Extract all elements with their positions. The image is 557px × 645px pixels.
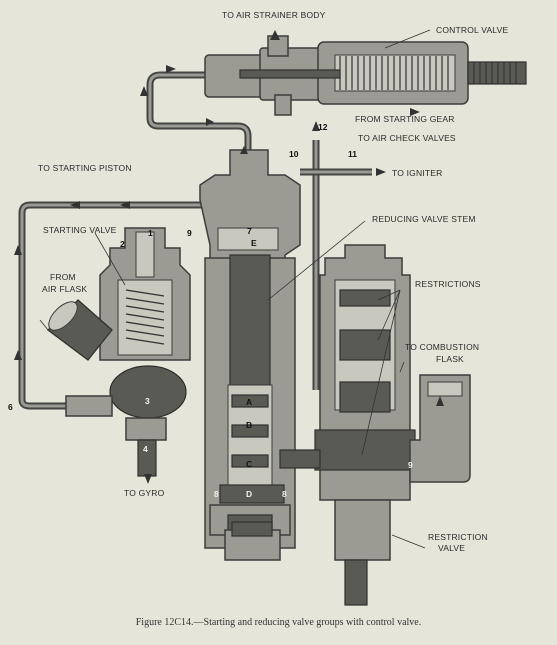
label-to-combustion-1: TO COMBUSTION bbox=[405, 342, 479, 352]
adjusting-screw bbox=[467, 61, 527, 85]
reducing-valve-assembly bbox=[199, 149, 301, 549]
label-to-air-check: TO AIR CHECK VALVES bbox=[358, 133, 456, 143]
part-4: 4 bbox=[143, 444, 148, 454]
label-from-air-1: FROM bbox=[50, 272, 76, 282]
label-restriction-valve-1: RESTRICTION bbox=[428, 532, 488, 542]
label-from-starting-gear: FROM STARTING GEAR bbox=[355, 114, 455, 124]
label-restrictions: RESTRICTIONS bbox=[415, 279, 481, 289]
part-10: 10 bbox=[289, 149, 299, 159]
restriction-assembly bbox=[279, 244, 471, 606]
restriction-valve-stem bbox=[344, 559, 368, 606]
flow-arrows bbox=[14, 30, 444, 484]
part-7: 7 bbox=[247, 226, 252, 236]
label-to-starting-piston: TO STARTING PISTON bbox=[38, 163, 132, 173]
part-B: B bbox=[246, 420, 252, 430]
label-control-valve: CONTROL VALVE bbox=[436, 25, 508, 35]
label-to-igniter: TO IGNITER bbox=[392, 168, 443, 178]
control-valve-assembly bbox=[204, 35, 527, 116]
label-to-combustion-2: FLASK bbox=[436, 354, 464, 364]
part-2: 2 bbox=[120, 239, 125, 249]
part-12: 12 bbox=[318, 122, 328, 132]
part-A: A bbox=[246, 397, 252, 407]
part-8-left: 8 bbox=[214, 489, 219, 499]
arrow-air-strainer bbox=[270, 30, 280, 40]
starting-valve-spring bbox=[125, 289, 165, 345]
label-air-strainer: TO AIR STRAINER BODY bbox=[222, 10, 326, 20]
label-reducing-valve-stem: REDUCING VALVE STEM bbox=[372, 214, 476, 224]
part-C: C bbox=[246, 459, 252, 469]
part-E: E bbox=[251, 238, 257, 248]
label-restriction-valve-2: VALVE bbox=[438, 543, 465, 553]
part-3: 3 bbox=[145, 396, 150, 406]
label-starting-valve: STARTING VALVE bbox=[43, 225, 117, 235]
piping bbox=[18, 71, 372, 410]
part-8-right: 8 bbox=[282, 489, 287, 499]
part-numbers: 1 2 3 4 6 7 8 8 9 9 10 11 12 A B C D E bbox=[8, 122, 413, 499]
starting-valve-assembly bbox=[47, 227, 191, 477]
label-to-gyro: TO GYRO bbox=[124, 488, 165, 498]
labels: TO AIR STRAINER BODY CONTROL VALVE FROM … bbox=[38, 10, 508, 553]
label-from-air-2: AIR FLASK bbox=[42, 284, 87, 294]
figure-caption: Figure 12C14.—Starting and reducing valv… bbox=[135, 617, 422, 628]
part-1: 1 bbox=[148, 228, 153, 238]
reducing-valve-stem bbox=[229, 254, 271, 386]
part-9-left: 9 bbox=[187, 228, 192, 238]
chamber-3 bbox=[109, 365, 187, 419]
leader-lines bbox=[39, 29, 431, 549]
part-6: 6 bbox=[8, 402, 13, 412]
part-D: D bbox=[246, 489, 252, 499]
combustion-flask-elbow bbox=[409, 374, 471, 483]
part-9-right: 9 bbox=[408, 460, 413, 470]
part-11: 11 bbox=[348, 149, 357, 159]
